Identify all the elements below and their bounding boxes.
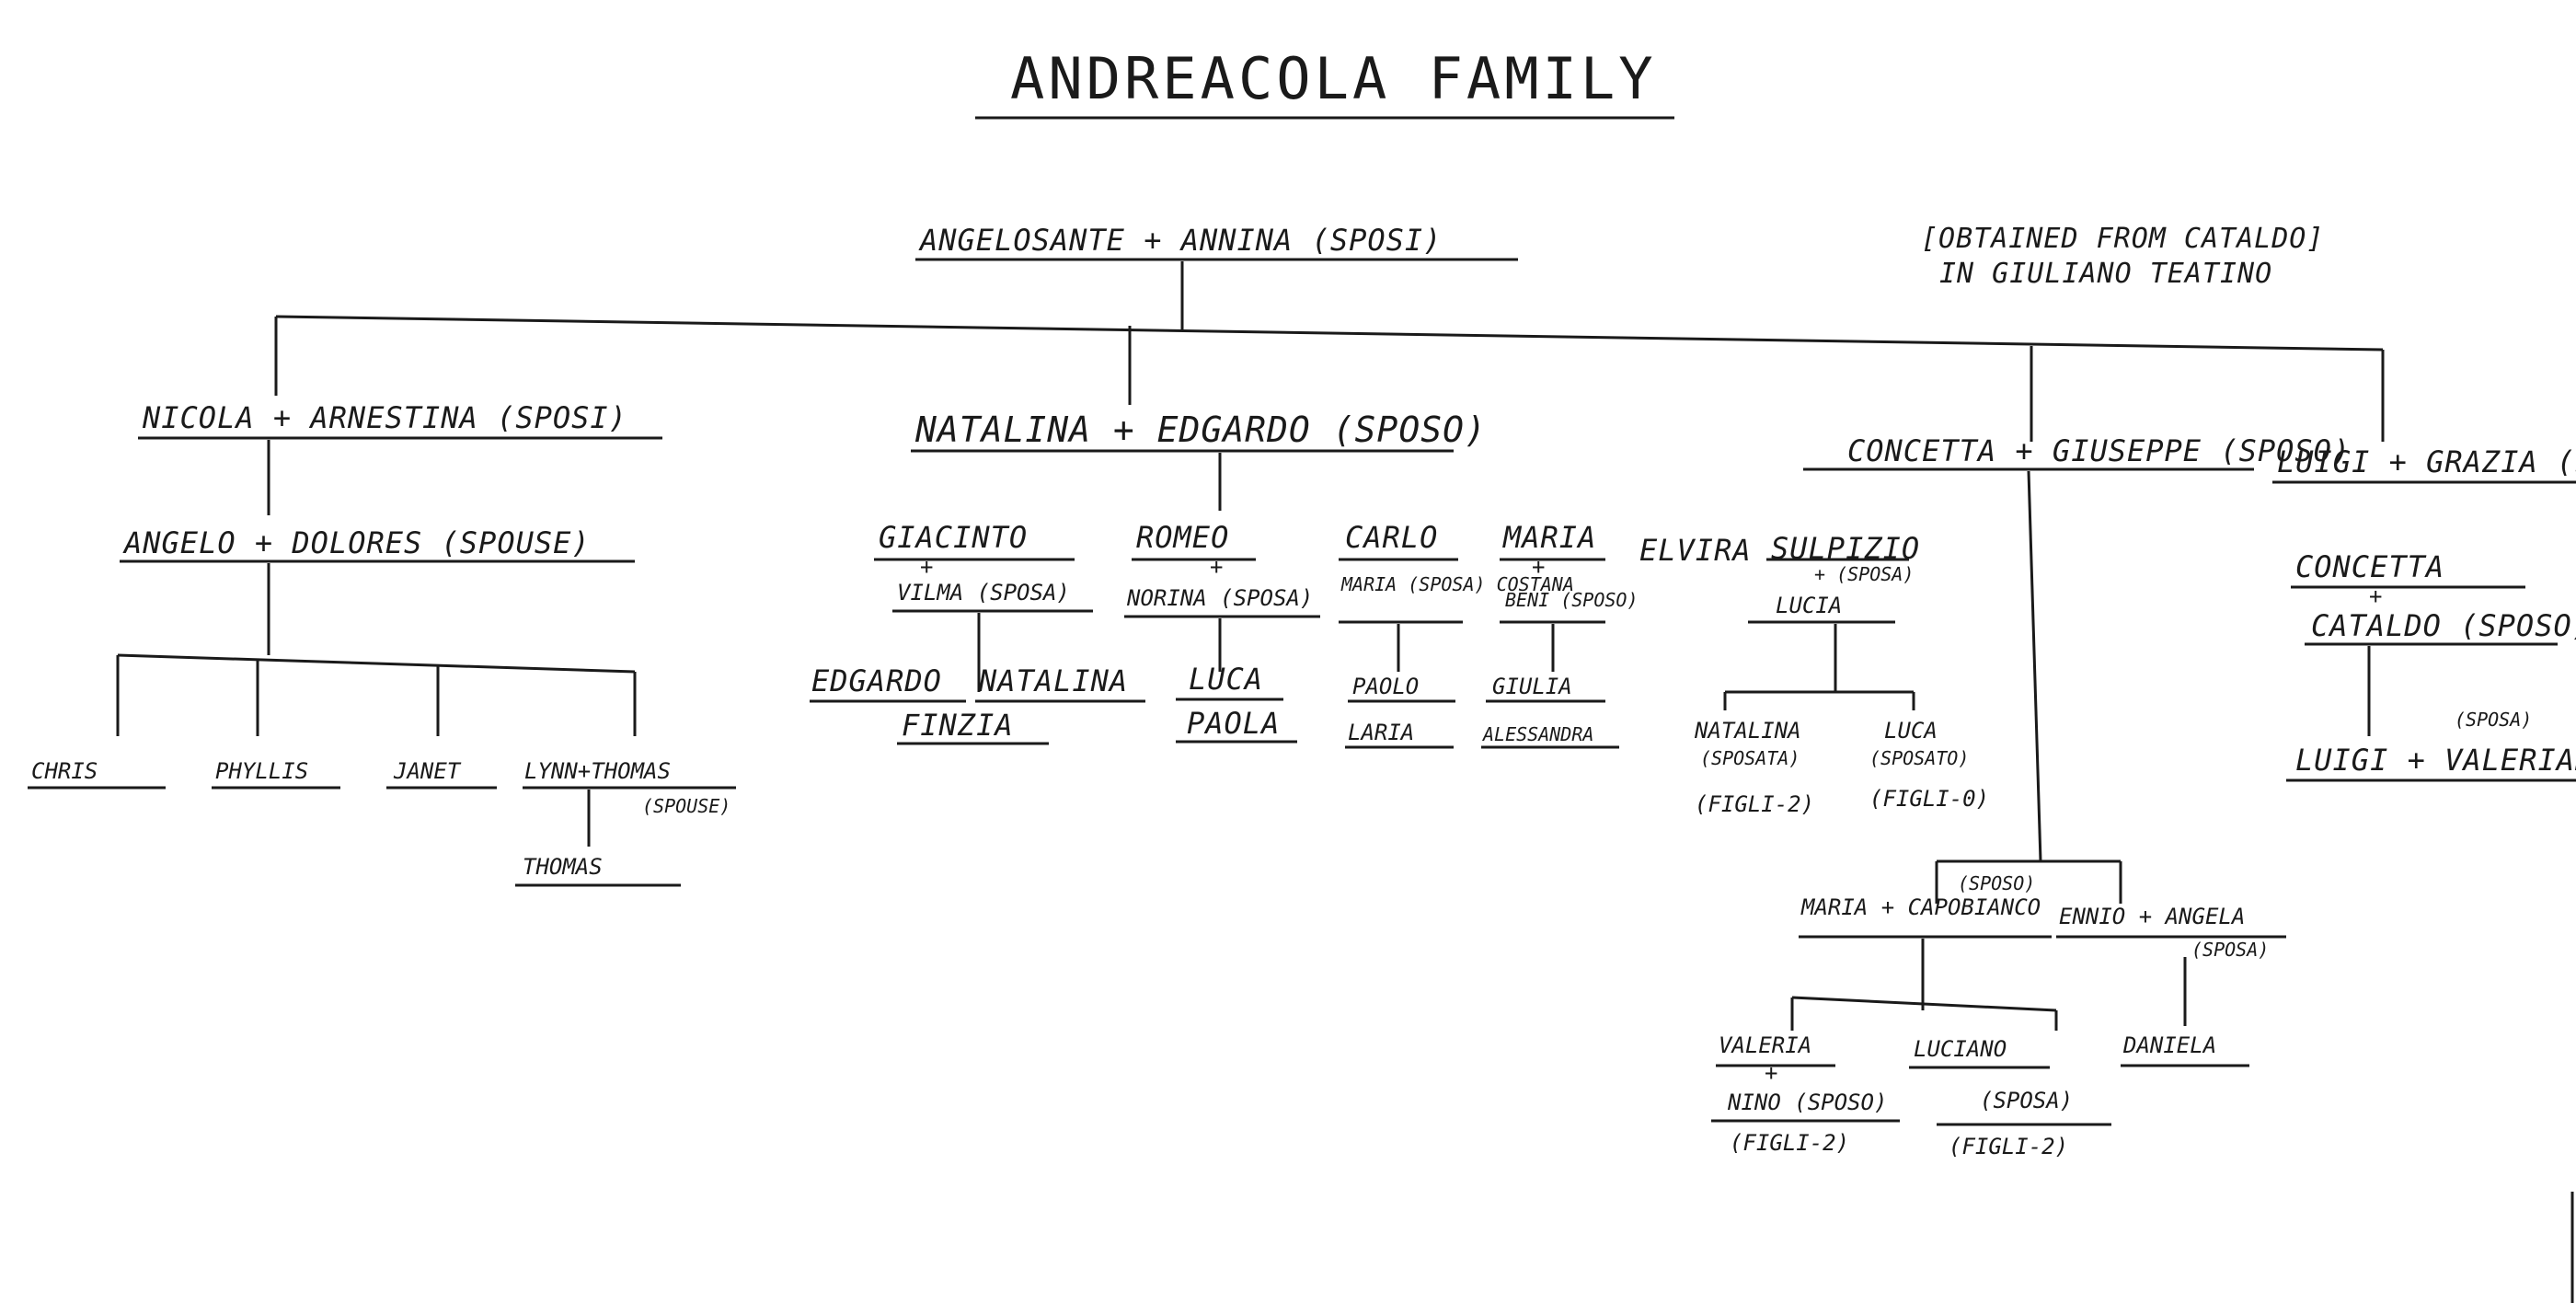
maria-capobianco: MARIA + CAPOBIANCO [1801, 894, 2041, 920]
grandchild-natalina-s: NATALINA [1695, 718, 1801, 744]
grandchild-nino: NINO (SPOSO) [1728, 1090, 1888, 1115]
source-note-line-2: IN GIULIANO TEATINO [1939, 258, 2273, 290]
source-note-line-1: [OBTAINED FROM CATALDO] [1921, 223, 2325, 255]
grandchild-daniela: DANIELA [2123, 1032, 2217, 1058]
grandchild-thomas: THOMAS [523, 854, 603, 880]
grandchild-natalina-s-note: (SPOSATA) [1700, 747, 1800, 769]
angelo-couple: ANGELO + DOLORES (SPOUSE) [124, 525, 591, 560]
natalina-couple: NATALINA + EDGARDO (SPOSO) [915, 409, 1487, 450]
grandchild-natalina: NATALINA [979, 663, 1129, 698]
grandchild-luciano-figli: (FIGLI-2) [1949, 1134, 2069, 1159]
grandchild-paolo: PAOLO [1352, 674, 1420, 699]
grandchild-alessandra: ALESSANDRA [1483, 723, 1594, 745]
luigi-grandchild-note: (SPOSA) [2455, 709, 2533, 731]
page-title: ANDREACOLA FAMILY [1010, 45, 1657, 112]
maria-capobianco-note: (SPOSO) [1958, 872, 2036, 894]
norina: NORINA (SPOSA) [1127, 585, 1314, 611]
grandchild-paola: PAOLA [1187, 706, 1281, 741]
luigi-child-concetta: CONCETTA [2295, 549, 2445, 584]
child-lynn-thomas: LYNN+THOMAS [524, 758, 671, 784]
lucia: LUCIA [1776, 593, 1843, 618]
grandchild-natalina-s-figli: (FIGLI-2) [1695, 791, 1815, 817]
plus-sign-giacinto: + [920, 554, 934, 580]
luigi-grandchild: LUIGI + VALERIANA [2295, 743, 2576, 778]
grandchild-luca-s: LUCA [1884, 718, 1938, 744]
maria-spouse: BENI (SPOSO) [1505, 589, 1639, 611]
child-phyllis: PHYLLIS [215, 758, 309, 784]
child-janet: JANET [394, 758, 461, 784]
sulpizio-spouse-note: + (SPOSA) [1814, 563, 1915, 585]
sulpizio: SULPIZIO [1771, 531, 1921, 566]
grandchild-luca-s-figli: (FIGLI-0) [1869, 786, 1990, 812]
lynn-spouse-note: (SPOUSE) [642, 795, 731, 817]
plus-sign-romeo: + [1210, 554, 1224, 580]
giacinto: GIACINTO [879, 520, 1029, 555]
root-couple: ANGELOSANTE + ANNINA (SPOSI) [920, 223, 1443, 258]
grandchild-finzia: FINZIA [902, 708, 1014, 743]
child-chris: CHRIS [31, 758, 98, 784]
grandchild-luca-s-note: (SPOSATO) [1869, 747, 1970, 769]
grandchild-giulia: GIULIA [1492, 674, 1572, 699]
grandchild-luca: LUCA [1189, 662, 1264, 697]
luigi-couple: LUIGI + GRAZIA (SPOSA) [2277, 444, 2576, 479]
maria: MARIA [1503, 520, 1597, 555]
grandchild-laria: LARIA [1348, 720, 1415, 745]
grandchild-luciano: LUCIANO [1914, 1036, 2007, 1062]
plus-sign-concetta: + [2369, 583, 2383, 609]
grandchild-valeria-figli: (FIGLI-2) [1730, 1130, 1850, 1156]
luigi-child-cataldo: CATALDO (SPOSO) [2311, 608, 2576, 643]
grandchild-luciano-spouse: (SPOSA) [1980, 1088, 2074, 1113]
nicola-couple: NICOLA + ARNESTINA (SPOSI) [143, 400, 627, 435]
carlo: CARLO [1345, 520, 1439, 555]
vilma: VILMA (SPOSA) [897, 580, 1070, 605]
plus-sign-valeria: + [1765, 1060, 1778, 1086]
concetta-couple: CONCETTA + GIUSEPPE (SPOSO) [1847, 433, 2352, 468]
romeo: ROMEO [1136, 520, 1230, 555]
carlo-wife: MARIA (SPOSA) COSTANA [1341, 573, 1574, 595]
ennio-angela-note: (SPOSA) [2191, 939, 2270, 961]
grandchild-edgardo: EDGARDO [811, 663, 942, 698]
grandchild-valeria: VALERIA [1719, 1032, 1812, 1058]
ennio-angela: ENNIO + ANGELA [2059, 904, 2246, 929]
plus-sign-maria: + [1532, 554, 1546, 580]
elvira: ELVIRA [1639, 533, 1752, 568]
